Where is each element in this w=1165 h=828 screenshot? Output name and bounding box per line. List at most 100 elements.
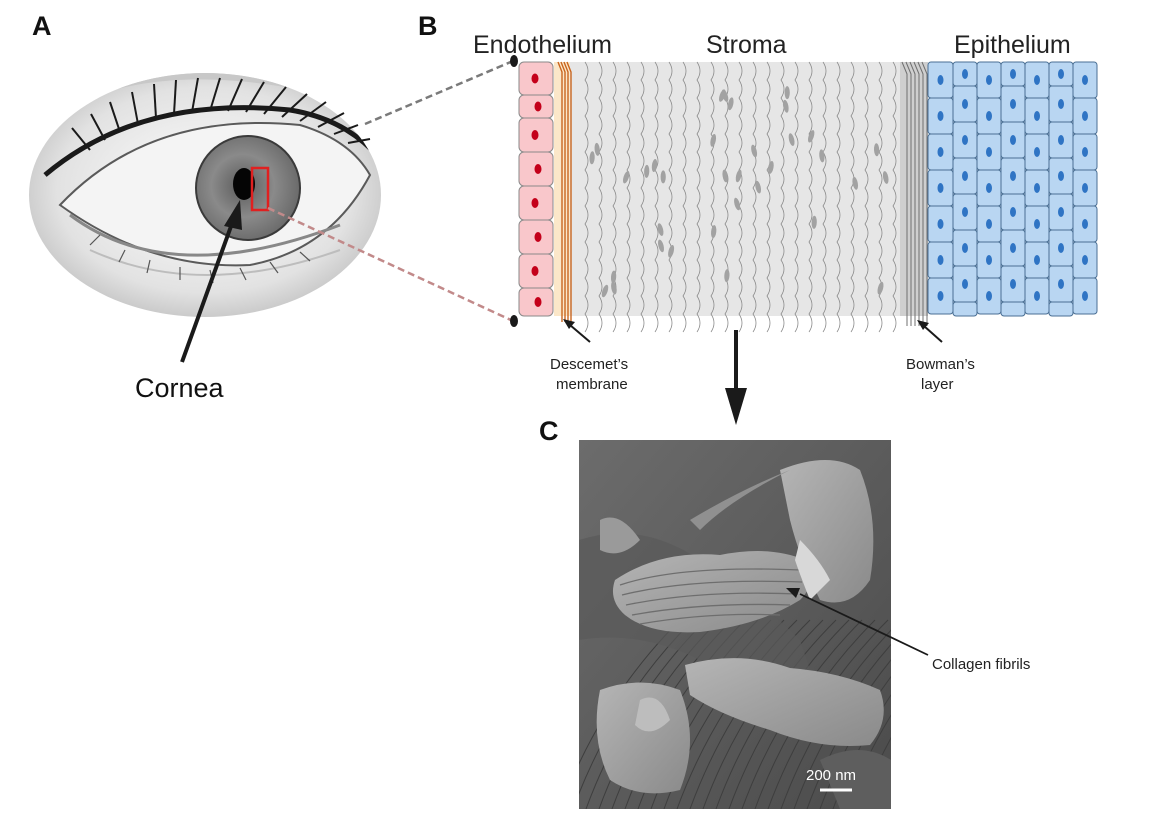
keratocyte [601, 284, 609, 298]
epithelium-nucleus [1034, 255, 1040, 265]
stroma-fiber [738, 61, 743, 333]
epithelium-nucleus [1082, 147, 1088, 157]
bowmans-layer [900, 62, 928, 316]
panel-letter-b: B [418, 11, 438, 41]
epithelium-nucleus [962, 243, 968, 253]
epithelium-nucleus [1034, 111, 1040, 121]
bowman-fiber [901, 61, 908, 326]
stroma-fiber [654, 61, 659, 333]
descemets-label-line1: Descemet’s [550, 356, 628, 373]
zoom-down-arrow [725, 330, 747, 425]
keratocyte [751, 144, 758, 158]
stroma-fiber [640, 61, 645, 333]
stroma-fiber [864, 61, 869, 333]
keratocyte [623, 170, 630, 184]
epithelium-nucleus [1034, 147, 1040, 157]
keratocyte [811, 215, 817, 229]
bowmans-layer-fibers [901, 61, 928, 326]
keratocyte [788, 133, 795, 146]
keratocyte [873, 143, 880, 157]
keratocyte [710, 134, 717, 147]
bowman-fiber [917, 61, 924, 326]
keratocyte [768, 160, 774, 174]
panel-letter-a: A [32, 11, 52, 41]
endothelium-label: Endothelium [473, 31, 612, 59]
keratocyte [784, 86, 790, 100]
stroma-fiber [710, 61, 715, 333]
descemets-membrane-fibers [557, 61, 572, 322]
eye-photo [29, 73, 381, 317]
stroma-label: Stroma [706, 31, 787, 59]
keratocyte [782, 99, 789, 113]
endothelium-nucleus [534, 297, 542, 307]
keratocyte [722, 169, 728, 183]
epithelium-nucleus [937, 219, 944, 229]
bowman-fiber [909, 61, 916, 326]
keratocyte [589, 151, 595, 165]
endothelium-nucleus [531, 198, 539, 208]
keratocyte [668, 244, 675, 258]
keratocyte [735, 169, 742, 183]
epithelium-nucleus [962, 171, 968, 181]
epithelium-nucleus [1010, 207, 1016, 217]
epithelium-nucleus [986, 183, 992, 193]
endothelium-nucleus [531, 73, 539, 84]
epithelium-nucleus [937, 111, 944, 121]
stroma-fiber [682, 61, 687, 333]
epithelium-cell [1000, 301, 1026, 317]
epithelium-nucleus [1082, 111, 1088, 121]
epithelium-nucleus [1034, 183, 1040, 193]
keratocyte [660, 170, 666, 184]
epithelium-nucleus [1034, 219, 1040, 229]
epithelium-nucleus [1010, 243, 1016, 253]
keratocyte [611, 281, 617, 295]
epithelium-nucleus [1058, 135, 1064, 145]
epithelium-nucleus [1082, 183, 1088, 193]
stroma-fiber [584, 61, 589, 333]
keratocyte [819, 149, 825, 163]
endothelium-nucleus [534, 164, 542, 174]
bowmans-label-line1: Bowman’s [906, 356, 975, 373]
descemets-pointer-arrow [563, 319, 591, 343]
epithelium-nucleus [986, 147, 992, 157]
sem-micrograph [579, 440, 1031, 809]
epithelium-nucleus [1058, 243, 1064, 253]
endothelium-nucleus [534, 101, 542, 112]
epithelium-nucleus [937, 147, 944, 157]
stroma-fiber [794, 61, 799, 333]
keratocyte [724, 269, 730, 283]
epithelium-nucleus [1010, 171, 1016, 181]
epithelium-layer [927, 61, 1098, 317]
epithelium-nucleus [1058, 207, 1064, 217]
keratocyte [882, 171, 889, 184]
descemet-fiber [557, 61, 563, 322]
panel-letter-c: C [539, 416, 559, 446]
stroma-fibers [584, 61, 897, 333]
endothelium-nucleus [531, 266, 539, 276]
epithelium-nucleus [1058, 171, 1064, 181]
epithelium-nucleus [1082, 255, 1088, 265]
epithelium-nucleus [1010, 99, 1016, 109]
stroma-fiber [892, 61, 897, 333]
keratocyte [852, 176, 859, 190]
epithelium-nucleus [937, 255, 944, 265]
stroma-fiber [598, 61, 603, 333]
endothelium-nucleus [534, 232, 542, 242]
epithelium-nucleus [962, 99, 968, 109]
epithelium-nucleus [1058, 69, 1064, 79]
epithelium-nucleus [962, 135, 968, 145]
keratocyte [755, 180, 762, 194]
epithelium-nucleus [1010, 135, 1016, 145]
cornea-arrow [180, 200, 242, 363]
stroma-fiber [808, 61, 813, 333]
epithelium-nucleus [1010, 279, 1016, 289]
cornea-highlight-box [250, 166, 270, 212]
descemet-fiber [563, 61, 569, 322]
stroma-fiber [626, 61, 631, 333]
epithelium-nucleus [1010, 69, 1016, 79]
epithelium-nucleus [986, 291, 992, 301]
sem-striation [911, 620, 1031, 809]
epithelium-nucleus [1082, 291, 1088, 301]
epithelium-nucleus [962, 279, 968, 289]
